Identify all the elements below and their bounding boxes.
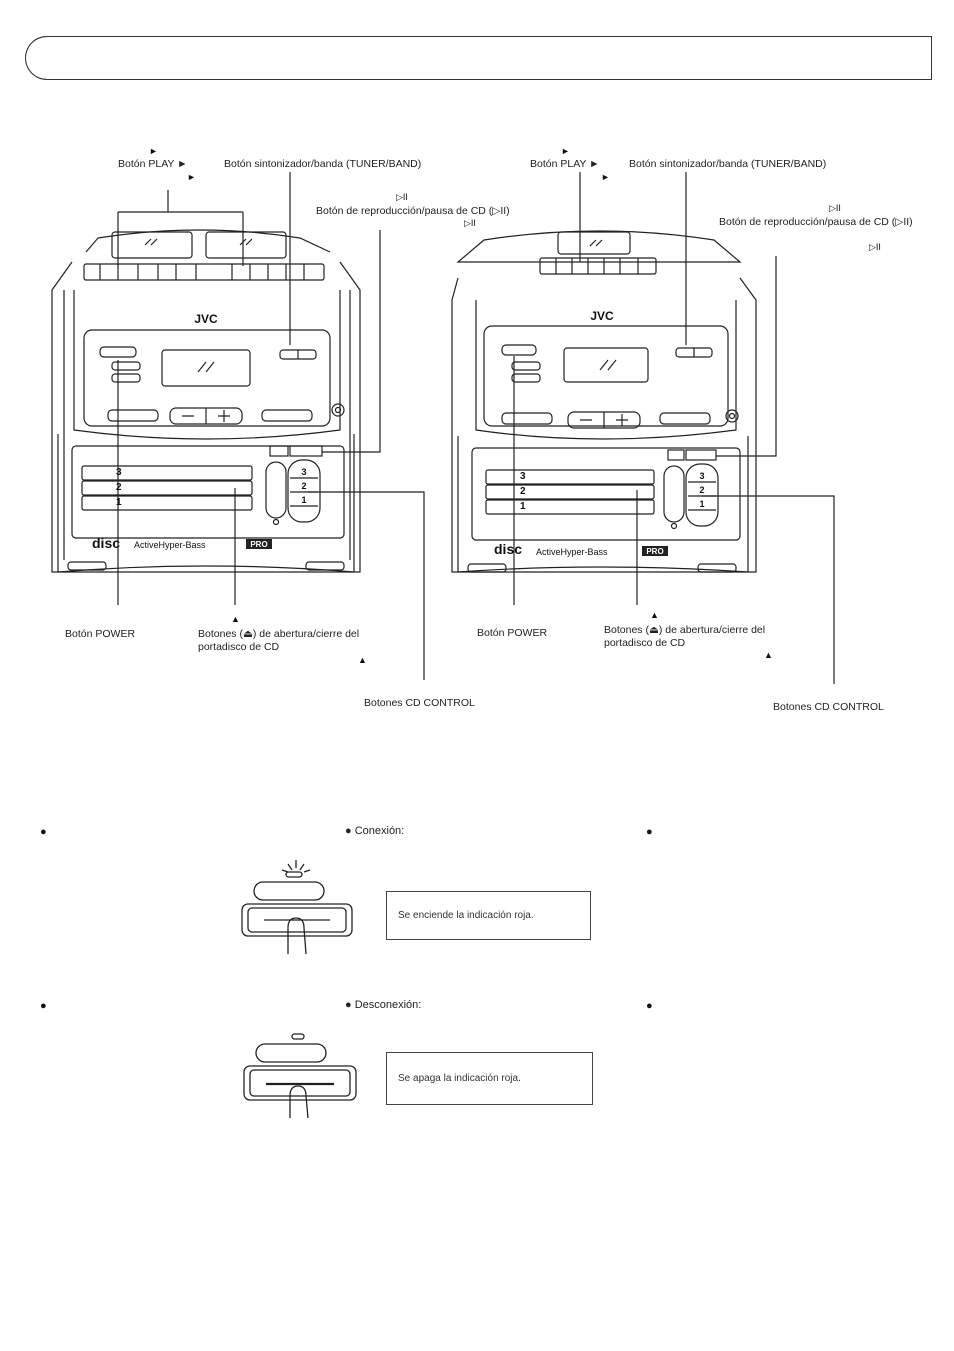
right-tuner-label: Botón sintonizador/banda (TUNER/BAND) bbox=[629, 158, 827, 170]
right-model-badge: PRO bbox=[646, 547, 663, 556]
right-model-text: ActiveHyper-Bass bbox=[536, 547, 608, 557]
left-tuner-label: Botón sintonizador/banda (TUNER/BAND) bbox=[224, 158, 422, 170]
right-stereo-illustration: JVC 3 2 1 3 2 1 disc ActiveHyper-Bass PR… bbox=[451, 172, 835, 684]
svg-text:2: 2 bbox=[699, 485, 704, 495]
left-play-label: Botón PLAY ► bbox=[118, 158, 188, 170]
play-pause-glyph: ▷II bbox=[396, 192, 408, 202]
svg-text:1: 1 bbox=[301, 495, 306, 505]
right-play-label: Botón PLAY ► bbox=[530, 158, 600, 170]
eject-glyph: ▲ bbox=[650, 610, 659, 620]
bullet-icon: ● bbox=[40, 1000, 47, 1012]
svg-text:2: 2 bbox=[520, 486, 526, 497]
play-pause-glyph: ▷II bbox=[869, 242, 881, 252]
svg-text:2: 2 bbox=[116, 482, 122, 493]
power-on-note-box: Se enciende la indicación roja. bbox=[386, 891, 591, 940]
right-brand-logo: JVC bbox=[590, 309, 614, 323]
eject-glyph: ▲ bbox=[358, 655, 367, 665]
play-glyph: ► bbox=[149, 146, 158, 156]
power-off-title: ● Desconexión: bbox=[345, 999, 422, 1011]
power-off-note: Se apaga la indicación roja. bbox=[398, 1073, 521, 1084]
svg-text:3: 3 bbox=[301, 467, 306, 477]
svg-text:2: 2 bbox=[301, 481, 306, 491]
svg-text:1: 1 bbox=[699, 499, 704, 509]
svg-text:1: 1 bbox=[520, 501, 526, 512]
play-glyph: ► bbox=[187, 172, 196, 182]
svg-text:3: 3 bbox=[520, 471, 526, 482]
eject-glyph: ▲ bbox=[231, 614, 240, 624]
eject-glyph: ▲ bbox=[764, 650, 773, 660]
left-brand-logo: JVC bbox=[194, 312, 218, 326]
power-on-title: ● Conexión: bbox=[345, 825, 405, 837]
play-pause-glyph: ▷II bbox=[829, 203, 841, 213]
left-eject-label: Botones (⏏) de abertura/cierre del porta… bbox=[198, 628, 360, 653]
bullet-icon: ● bbox=[646, 1000, 653, 1012]
right-cd-play-label: Botón de reproducción/pausa de CD (▷II) bbox=[719, 216, 913, 228]
right-power-label: Botón POWER bbox=[477, 627, 548, 639]
bullet-icon: ● bbox=[646, 826, 653, 838]
left-model-badge: PRO bbox=[250, 540, 267, 549]
svg-text:3: 3 bbox=[699, 471, 704, 481]
left-stereo-illustration: JVC 3 2 1 3 2 1 disc ActiveHyper-Bass PR… bbox=[51, 172, 425, 680]
right-cd-control-label: Botones CD CONTROL bbox=[773, 701, 884, 713]
power-off-illustration bbox=[243, 1033, 357, 1119]
play-glyph: ► bbox=[561, 146, 570, 156]
left-cd-control-label: Botones CD CONTROL bbox=[364, 697, 475, 709]
left-power-label: Botón POWER bbox=[65, 628, 136, 640]
power-on-note: Se enciende la indicación roja. bbox=[398, 910, 534, 921]
power-on-illustration bbox=[241, 860, 353, 955]
power-off-note-box: Se apaga la indicación roja. bbox=[386, 1052, 593, 1105]
right-disc-logo: disc bbox=[494, 541, 522, 557]
left-disc-logo: disc bbox=[92, 535, 120, 551]
svg-text:3: 3 bbox=[116, 467, 122, 478]
right-eject-label: Botones (⏏) de abertura/cierre del porta… bbox=[604, 624, 766, 649]
play-pause-glyph: ▷II bbox=[464, 218, 476, 228]
play-glyph: ► bbox=[601, 172, 610, 182]
left-model-text: ActiveHyper-Bass bbox=[134, 540, 206, 550]
svg-text:1: 1 bbox=[116, 497, 122, 508]
bullet-icon: ● bbox=[40, 826, 47, 838]
left-cd-play-label: Botón de reproducción/pausa de CD (▷II) bbox=[316, 205, 510, 217]
